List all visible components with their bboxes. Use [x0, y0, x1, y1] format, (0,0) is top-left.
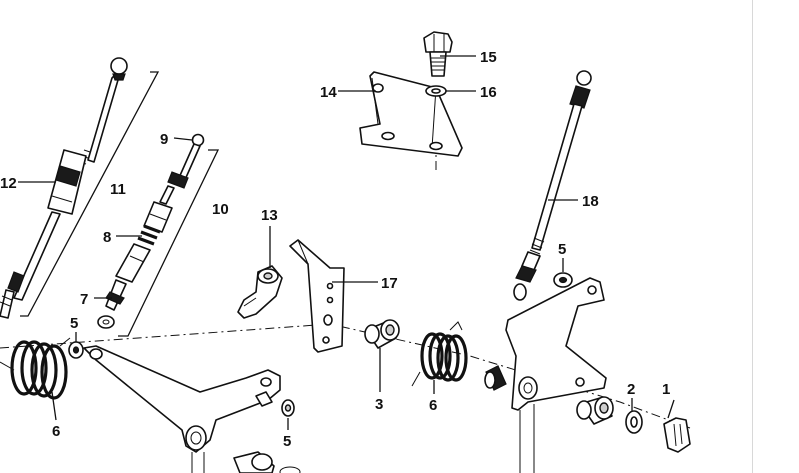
pivot-arm-13 — [237, 265, 283, 319]
bushing-right — [576, 396, 614, 425]
leader-lines — [18, 55, 675, 430]
part-label-18: 18 — [582, 193, 599, 210]
part-label-9: 9 — [160, 131, 168, 148]
torsion-spring-6-left — [0, 337, 71, 400]
nut-5-lower — [255, 391, 295, 417]
part-label-17: 17 — [381, 275, 398, 292]
part-label-5-upper: 5 — [558, 241, 566, 258]
nut-5-left — [68, 341, 84, 359]
nut-5-upper — [553, 272, 573, 288]
part-label-6-right: 6 — [429, 397, 437, 414]
spacer-sleeve — [484, 365, 507, 391]
part-label-5-lower: 5 — [283, 433, 291, 450]
part-label-8: 8 — [103, 229, 111, 246]
part-label-13: 13 — [261, 207, 278, 224]
part-label-2: 2 — [627, 381, 635, 398]
group-bracket-10 — [118, 149, 220, 337]
mounting-bracket-14 — [359, 71, 463, 157]
washer-16 — [425, 85, 447, 97]
washer-2 — [625, 410, 643, 434]
lower-lever-arm — [83, 345, 281, 473]
push-rod-assembly — [0, 57, 128, 319]
part-label-14: 14 — [320, 84, 337, 101]
part-label-11: 11 — [110, 181, 126, 198]
part-label-10: 10 — [212, 201, 229, 218]
part-label-12: 12 — [0, 175, 17, 192]
part-label-6-left: 6 — [52, 423, 60, 440]
mounting-plate-17 — [289, 239, 345, 353]
page-edge-divider — [752, 0, 753, 473]
bushing-lower — [233, 451, 301, 473]
part-label-15: 15 — [480, 49, 497, 66]
group-bracket-11 — [20, 71, 160, 317]
part-label-7: 7 — [80, 291, 88, 308]
bushing-3 — [364, 319, 400, 349]
bolt-15 — [423, 31, 453, 77]
part-label-3: 3 — [375, 396, 383, 413]
part-label-1: 1 — [662, 381, 670, 398]
part-labels: 1 2 3 5 5 5 6 6 7 8 9 10 11 12 13 14 15 … — [0, 49, 670, 450]
lever-plate — [505, 277, 607, 473]
control-rod-18 — [513, 70, 592, 301]
part-label-16: 16 — [480, 84, 497, 101]
torsion-spring-6-right — [411, 321, 468, 387]
part-label-5-left: 5 — [70, 315, 78, 332]
retaining-clip-1 — [663, 417, 691, 453]
linkage-rod-assembly — [97, 133, 205, 329]
